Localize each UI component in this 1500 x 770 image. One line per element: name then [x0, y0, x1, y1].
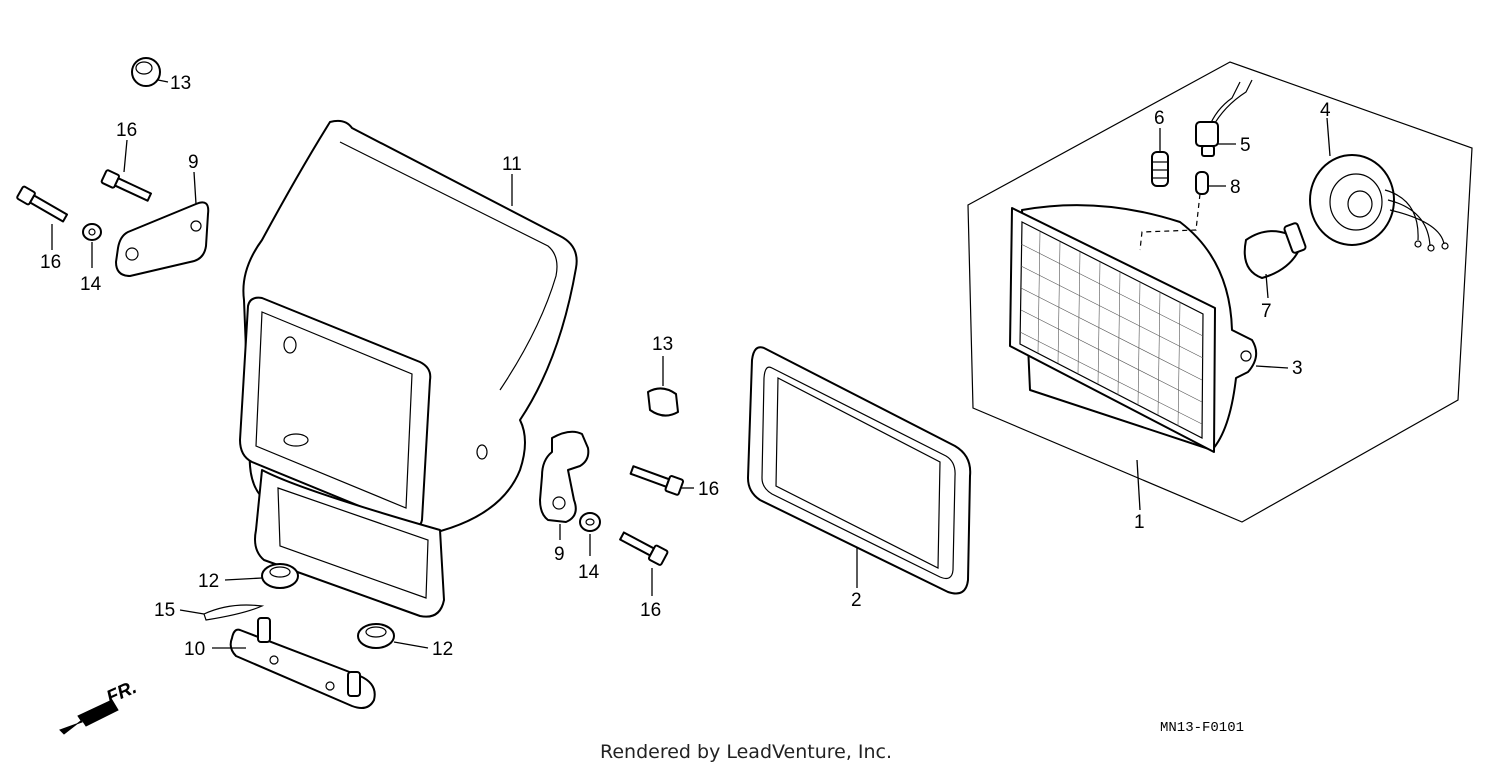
callout-16-lower: 16 — [640, 600, 661, 621]
callout-3: 3 — [1292, 358, 1303, 379]
assembly-outline — [967, 61, 1473, 523]
harness — [1195, 79, 1253, 157]
callout-11: 11 — [502, 154, 522, 175]
bracket-center — [539, 430, 590, 523]
credit-line: Rendered by LeadVenture, Inc. — [600, 741, 892, 763]
figure-code: MN13-F0101 — [1160, 720, 1244, 736]
callout-6: 6 — [1154, 108, 1165, 129]
bolts — [16, 169, 685, 566]
callout-16-left: 16 — [40, 252, 61, 273]
callout-2: 2 — [851, 590, 862, 611]
leader-lines — [51, 79, 1331, 649]
callout-13-center: 13 — [652, 334, 673, 355]
lower-stay — [229, 617, 376, 709]
clip — [203, 604, 265, 621]
callout-14-left: 14 — [80, 274, 102, 295]
callout-4: 4 — [1320, 100, 1331, 121]
callout-9-left: 9 — [188, 152, 199, 173]
callout-13-top: 13 — [170, 73, 191, 94]
headlight-unit — [1009, 204, 1258, 453]
bracket-top — [115, 201, 210, 277]
callout-9-center: 9 — [554, 544, 565, 565]
callout-14-center: 14 — [578, 562, 600, 583]
socket — [1309, 154, 1449, 252]
callout-15: 15 — [154, 600, 175, 621]
nuts-washers — [82, 57, 679, 532]
part-8 — [1139, 171, 1209, 251]
callout-labels: 13 16 9 16 14 11 13 16 9 14 16 12 15 10 … — [40, 73, 1331, 660]
bulb — [1243, 222, 1307, 279]
headlight-cowl — [239, 119, 578, 618]
callout-5: 5 — [1240, 135, 1251, 156]
front-marker-label: FR. — [103, 677, 140, 709]
callout-16-upper: 16 — [116, 120, 137, 141]
callout-1: 1 — [1134, 512, 1145, 533]
callout-12-left: 12 — [198, 571, 219, 592]
grommets — [261, 563, 395, 649]
callout-7: 7 — [1261, 301, 1272, 322]
callout-10: 10 — [184, 639, 205, 660]
callout-8: 8 — [1230, 177, 1241, 198]
callout-16-center: 16 — [698, 479, 719, 500]
gasket — [747, 346, 972, 595]
callout-12-right: 12 — [432, 639, 453, 660]
part-6 — [1151, 151, 1169, 187]
front-arrow: FR. — [59, 677, 140, 735]
